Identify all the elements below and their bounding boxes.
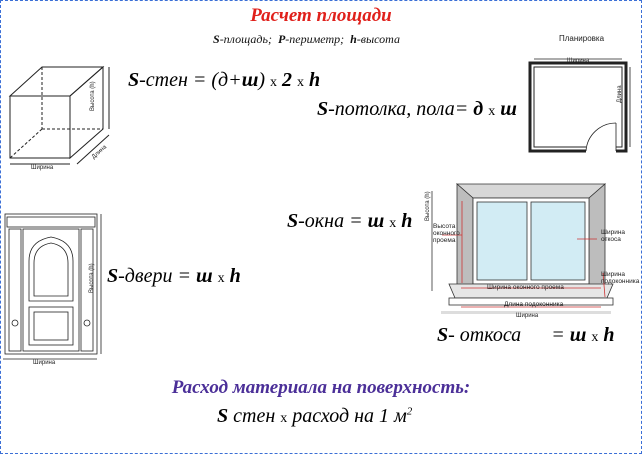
legend-p: P — [277, 32, 286, 46]
consumption-formula: S стен х расход на 1 м2 — [217, 405, 413, 427]
legend-s: S — [213, 32, 220, 46]
page-title: Расчет площади — [250, 5, 392, 26]
legend-h: h — [350, 32, 357, 46]
window-slope-width-label: Ширина откоса — [601, 229, 626, 243]
formula-door: S-двери = ш х h — [107, 265, 241, 287]
window-height-opening-label: Высота оконного проема — [433, 223, 460, 244]
window-sill-length-label: Длина подоконника — [504, 301, 564, 308]
legend-h-text: -высота — [356, 32, 400, 46]
window-height-h-label: Высота (h) — [425, 191, 431, 221]
door-width-label: Ширина — [33, 360, 56, 366]
box-diagram — [8, 65, 110, 165]
window-drawing — [431, 183, 614, 314]
plan-width-label: Ширина — [567, 58, 590, 64]
plan-label: Планировка — [559, 34, 605, 43]
formula-slope: S- откоса= ш х h — [437, 324, 615, 346]
box-width-label: Ширина — [31, 165, 54, 171]
formula-ceiling: S-потолка, пола= д х ш — [317, 98, 517, 120]
formula-window: S-окна = ш х h — [287, 210, 413, 232]
consumption-title: Расход материала на поверхность: — [171, 377, 471, 398]
window-width-opening-label: Ширина оконного проема — [487, 284, 564, 291]
floor-plan — [528, 58, 631, 154]
window-sill-width-label: Ширина — [516, 313, 539, 319]
formula-walls: S-стен = (д+ш) х 2 х h — [128, 69, 321, 91]
legend-s-text: -площадь; — [219, 32, 272, 46]
window-sill-width-right-label: Ширина подоконника — [601, 271, 640, 285]
legend: S-площадь; P-периметр; h-высота — [213, 32, 400, 47]
door-drawing — [3, 213, 102, 360]
legend-p-text: -периметр; — [285, 32, 345, 46]
